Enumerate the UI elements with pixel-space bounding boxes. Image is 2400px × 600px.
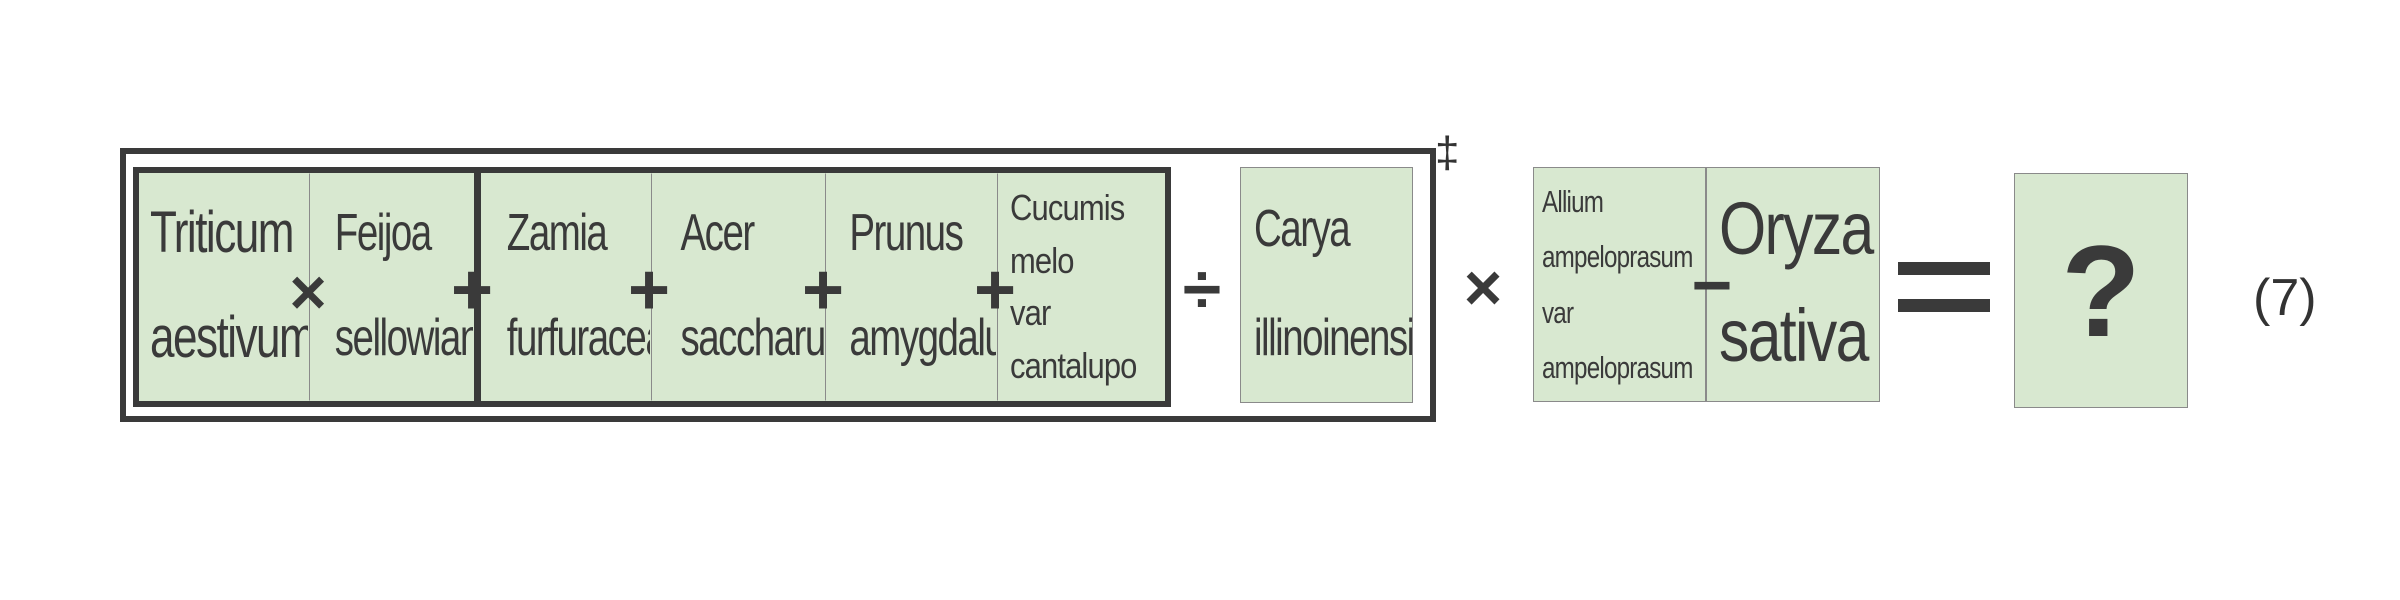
term-zamia-furfuracea: Zamia furfuracea (481, 173, 651, 401)
term-line: Feijoa (334, 203, 432, 262)
term-triticum-aestivum: Triticum aestivum (139, 173, 309, 401)
term-line: furfuracea (506, 308, 651, 367)
term-feijoa-sellowiana: Feijoa sellowiana (309, 173, 474, 401)
term-line: var (1542, 294, 1574, 330)
term-line: Oryza (1719, 187, 1874, 271)
term-line: Prunus (849, 203, 964, 262)
plus-operator: + (627, 250, 671, 330)
term-line: Zamia (506, 203, 608, 262)
term-line: Carya (1253, 199, 1351, 258)
multiply-operator: × (1463, 250, 1503, 324)
term-line: sativa (1719, 293, 1869, 377)
minus-operator: − (1691, 246, 1733, 324)
term-line: ampeloprasum (1542, 349, 1693, 385)
term-line: Triticum (150, 199, 294, 265)
term-line: Allium (1542, 184, 1604, 220)
answer-box: ? (2014, 173, 2188, 408)
unknown-answer: ? (2061, 217, 2141, 364)
term-line: Cucumis (1010, 187, 1125, 229)
divide-operator: ÷ (1182, 250, 1222, 328)
term-line: ampeloprasum (1542, 239, 1693, 275)
term-line: illinoinensis (1253, 308, 1412, 367)
outer-bracket-frame (120, 148, 1436, 422)
plus-operator: + (450, 250, 494, 330)
term-line: var (1010, 292, 1051, 334)
term-line: melo (1010, 239, 1075, 281)
multiply-operator: × (289, 256, 327, 328)
equals-symbol: = (1898, 262, 1899, 263)
group-b-frame (475, 167, 1171, 407)
term-line: Acer (680, 203, 756, 262)
term-carya-illinoinensis: Carya illinoinensis (1240, 167, 1413, 403)
term-line: aestivum (150, 304, 309, 370)
term-oryza-sativa: Oryza sativa (1706, 167, 1880, 402)
term-acer-saccharum: Acer saccharum (651, 173, 825, 401)
plus-operator: + (801, 250, 845, 330)
term-prunus-amygdalus: Prunus amygdalus (825, 173, 997, 401)
term-allium-ampeloprasum-var-ampeloprasum: Allium ampeloprasum var ampeloprasum (1533, 167, 1706, 402)
equals-operator: = (1898, 262, 1990, 312)
term-line: amygdalus (849, 308, 996, 367)
equation-number: (7) (2253, 269, 2317, 327)
term-cucumis-melo-var-cantalupo: Cucumis melo var cantalupo (997, 173, 1165, 401)
plus-operator: + (973, 250, 1017, 330)
term-line: saccharum (680, 308, 825, 367)
double-dagger-mark: ‡ (1435, 128, 1460, 177)
term-line: cantalupo (1010, 344, 1137, 386)
